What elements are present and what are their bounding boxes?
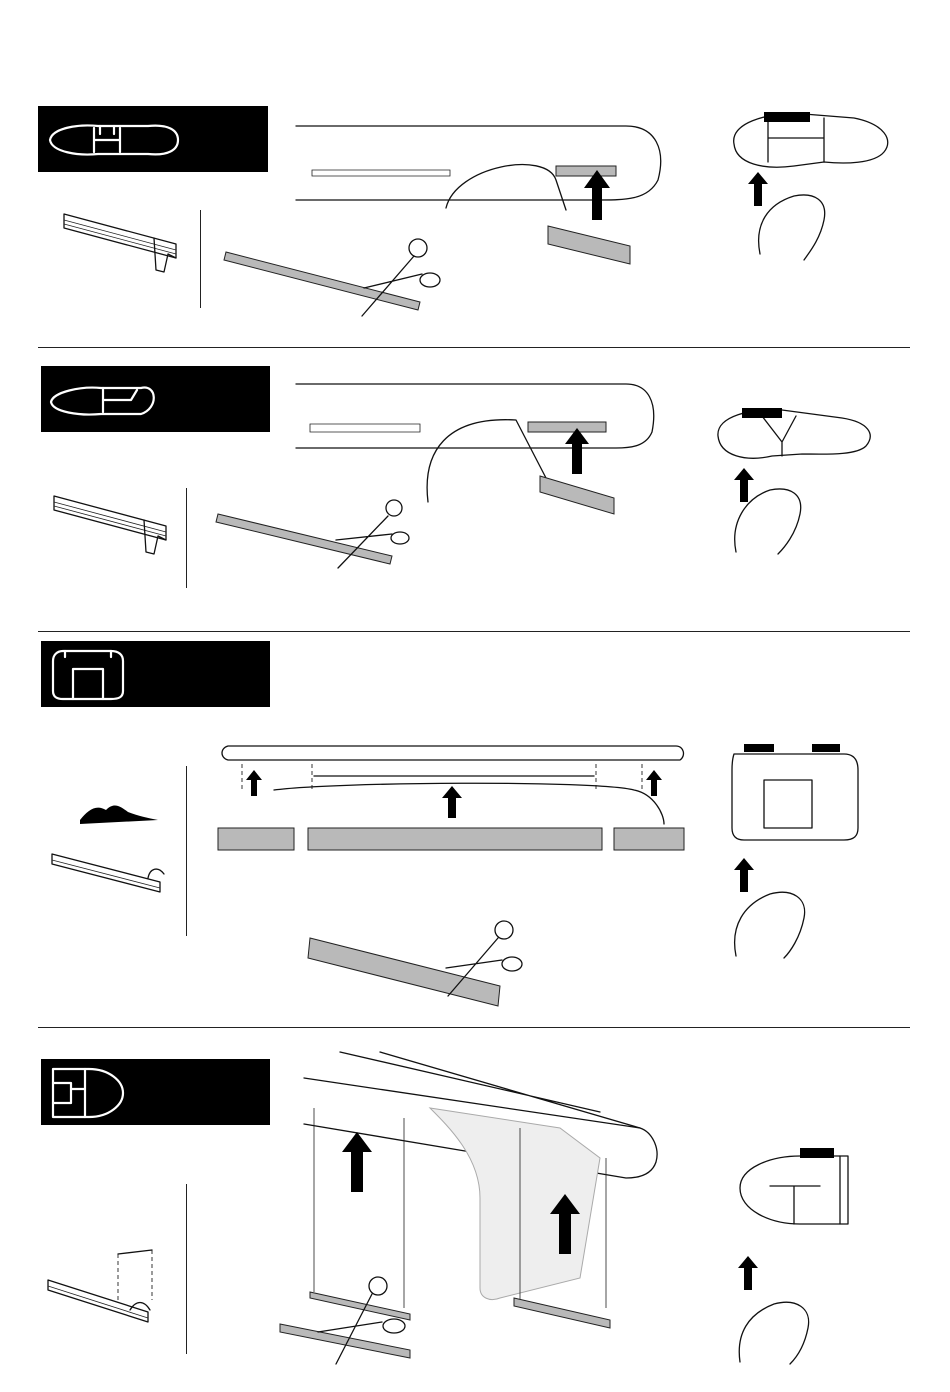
bar-profile-icon — [38, 106, 268, 172]
step-panel-4 — [0, 1028, 950, 1392]
up-arrow-icon — [442, 786, 462, 818]
bar-profile-icon — [41, 1059, 270, 1125]
up-arrow-icon — [246, 770, 262, 796]
rubber-strip-icon — [48, 772, 178, 882]
up-arrow-icon — [738, 1256, 758, 1290]
profile-insert-diagram — [714, 744, 884, 964]
step-panel-1 — [0, 0, 950, 348]
divider-vertical-4 — [186, 1184, 187, 1354]
up-arrow-icon — [342, 1132, 372, 1192]
up-arrow-icon — [646, 770, 662, 796]
step-panel-3 — [0, 632, 950, 1028]
scissors-icon — [278, 1272, 438, 1372]
roof-bar-illustration — [296, 382, 676, 552]
up-arrow-icon — [582, 170, 612, 220]
rubber-strip-icon — [46, 1240, 176, 1330]
up-arrow-icon — [564, 428, 590, 474]
rubber-strip-icon — [48, 490, 178, 570]
up-arrow-icon — [734, 858, 754, 892]
profile-badge-4 — [41, 1059, 270, 1125]
up-arrow-icon — [748, 172, 768, 206]
scissors-icon — [440, 916, 530, 1006]
divider-vertical-2 — [186, 488, 187, 588]
bar-profile-icon — [41, 366, 270, 432]
divider-vertical-1 — [200, 210, 201, 308]
up-arrow-icon — [734, 468, 754, 502]
rubber-strip-icon — [58, 208, 188, 288]
profile-badge-3 — [41, 641, 270, 707]
profile-badge-2 — [41, 366, 270, 432]
bar-profile-icon — [41, 641, 270, 707]
roof-bar-illustration — [296, 120, 676, 320]
up-arrow-icon — [550, 1194, 580, 1254]
divider-vertical-3 — [186, 766, 187, 936]
step-panel-2 — [0, 348, 950, 632]
profile-badge-1 — [38, 106, 268, 172]
